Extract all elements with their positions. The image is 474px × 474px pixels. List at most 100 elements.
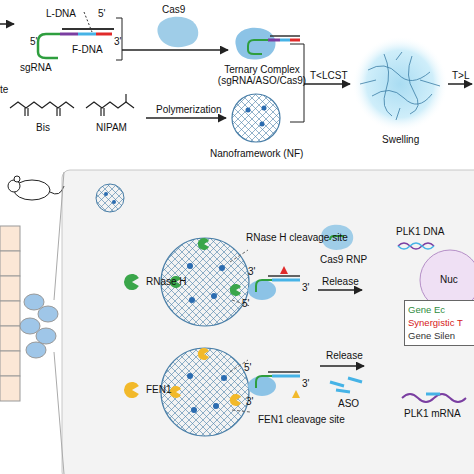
site-label: RNase H cleavage site	[246, 232, 348, 243]
fen1-enzyme	[292, 390, 300, 398]
swelling-arrow	[448, 83, 472, 85]
tissue-cells	[26, 342, 46, 358]
nanoframework	[232, 94, 280, 142]
chemical-structure	[59, 108, 60, 116]
swelling-arrow	[304, 83, 350, 85]
rnase-h-enzyme	[268, 275, 300, 277]
ternary-complex	[235, 28, 275, 60]
mouse-icon	[14, 176, 20, 182]
swollen-network	[360, 52, 440, 120]
assembly-arrow	[116, 18, 228, 60]
swollen-network	[372, 90, 432, 104]
cas9-protein	[157, 17, 198, 47]
material-name: Nanoframework (NF)	[210, 148, 303, 159]
polymerization-arrow	[146, 118, 226, 119]
rnase-h-enzyme	[189, 297, 195, 303]
fen1-enzyme	[213, 403, 219, 409]
protein-name: Cas9 RNP	[320, 254, 367, 265]
end-mark: 3'	[246, 396, 253, 407]
chemical-structure	[103, 108, 104, 116]
strand-name: L-DNA	[46, 8, 76, 19]
rnase-h-enzyme	[256, 280, 272, 292]
box-text: Gene Silen	[408, 329, 473, 342]
fen1-enzyme	[272, 375, 300, 378]
aso-release	[330, 382, 344, 386]
aso-release	[336, 390, 350, 392]
dna-strands	[78, 33, 96, 36]
swollen-network	[384, 54, 392, 116]
rnase-h-enzyme	[280, 266, 288, 274]
target-name: PLK1 mRNA	[404, 408, 461, 419]
aso-release	[320, 365, 364, 367]
chemical-structure	[24, 108, 25, 116]
rnase-h-enzyme	[187, 263, 193, 269]
fen1-enzyme	[161, 348, 249, 436]
dna-strands	[0, 23, 14, 25]
chemical-structure	[86, 102, 134, 108]
tissue-cells	[36, 328, 56, 344]
tissue-cells	[0, 351, 20, 376]
condition-label: T<LCST	[310, 70, 348, 81]
step-label: Release	[326, 350, 363, 361]
cas9-release	[318, 289, 362, 291]
assembly-arrow	[122, 49, 228, 51]
aso-release	[348, 378, 362, 382]
polymerization-arrow	[146, 117, 226, 119]
tissue-cells	[38, 306, 58, 322]
rnase-h-enzyme	[219, 265, 225, 271]
organelle-name: Nuc	[440, 274, 458, 285]
tissue-cells	[0, 301, 20, 326]
fen1-enzyme	[221, 375, 227, 381]
fen1-enzyme	[124, 382, 139, 398]
fen1-enzyme	[268, 371, 300, 373]
fen1-enzyme	[248, 376, 276, 396]
enzyme-name: FEN1	[146, 384, 172, 395]
aso-release	[426, 393, 440, 396]
end-mark: 3'	[302, 282, 309, 293]
chemical-structure	[100, 108, 101, 116]
dna-strands	[38, 34, 60, 58]
swollen-network	[368, 66, 430, 81]
tissue-cells	[54, 352, 64, 474]
tissue-cells	[0, 226, 20, 251]
protein-name: Cas9	[162, 4, 185, 15]
mouse-icon	[8, 176, 64, 200]
site-label: FEN1 cleavage site	[258, 414, 345, 425]
tissue-cells	[0, 376, 20, 401]
swollen-network	[352, 36, 448, 132]
cas9-protein	[157, 17, 198, 47]
box-text: Synergistic T	[408, 316, 473, 329]
swollen-network	[408, 56, 418, 114]
state-label: Swelling	[382, 134, 419, 145]
nanoframework	[260, 122, 265, 127]
ternary-complex	[270, 35, 300, 37]
end-mark: 5'	[242, 298, 249, 309]
tissue-cells	[0, 251, 20, 276]
ternary-complex	[248, 40, 268, 54]
small-nanoframework	[112, 200, 116, 204]
ternary-complex	[268, 39, 280, 42]
small-nanoframework	[104, 192, 108, 196]
rnase-h-enzyme	[198, 238, 209, 250]
dna-strands	[84, 12, 92, 32]
chemical-structure	[10, 102, 74, 108]
end-mark: 3'	[302, 378, 309, 389]
nanoframework	[262, 106, 267, 111]
step-label: Polymerization	[156, 104, 222, 115]
rnase-h-enzyme	[124, 274, 139, 290]
rnase-h-enzyme	[211, 293, 217, 299]
nanoframework	[232, 94, 280, 142]
end-mark: 5'	[30, 36, 37, 47]
dna-strands	[60, 33, 78, 36]
strand-name: sgRNA	[20, 62, 52, 73]
tissue-cells	[0, 326, 20, 351]
aso-release	[320, 366, 466, 402]
dna-strands	[96, 33, 112, 36]
chemical-structure	[10, 94, 134, 116]
end-mark: 5'	[244, 362, 251, 373]
fen1-enzyme	[232, 410, 250, 412]
tissue-cells	[0, 172, 64, 474]
target-name: PLK1 DNA	[396, 226, 444, 237]
rnase-h-enzyme	[248, 280, 276, 300]
step-label: Release	[322, 276, 359, 287]
